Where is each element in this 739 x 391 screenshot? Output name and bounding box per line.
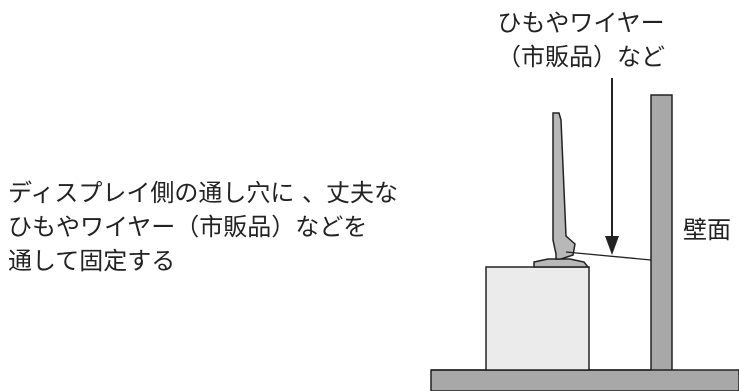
instruction-line3: 通して固定する	[8, 247, 176, 275]
instruction-text: ディスプレイ側の通し穴に 、丈夫な ひもやワイヤー（市販品）などを 通して固定す…	[8, 176, 398, 278]
wire-callout-line1: ひもやワイヤー	[497, 9, 665, 37]
instruction-line2: ひもやワイヤー（市販品）などを	[8, 213, 368, 241]
tv-base	[533, 258, 590, 268]
wall-label: 壁面	[683, 216, 731, 244]
pointer-arrow-head	[605, 236, 619, 255]
securing-wire	[565, 251, 652, 261]
stand-cabinet	[485, 266, 590, 371]
instruction-line1: ディスプレイ側の通し穴に 、丈夫な	[8, 179, 398, 207]
wire-callout-line2: （市販品）など	[497, 43, 665, 71]
tv-display	[552, 112, 576, 260]
wire-callout: ひもやワイヤー （市販品）など	[486, 6, 676, 74]
